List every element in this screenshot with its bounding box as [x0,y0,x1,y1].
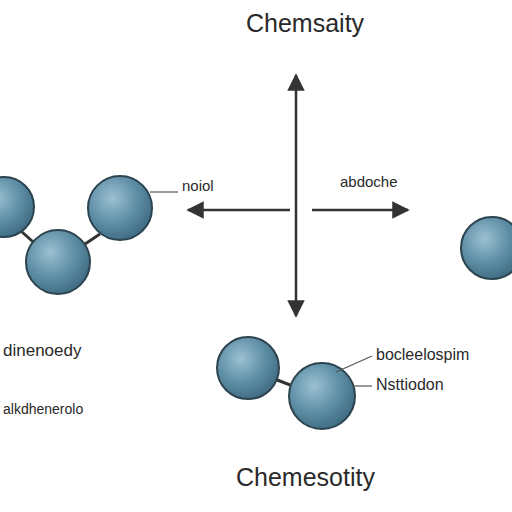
part-label: noiol [182,178,214,195]
diagram-title: Chemsaity [246,10,364,38]
atoms [0,176,512,429]
part-label: dinenoedy [3,342,81,361]
part-label: bocleelospim [376,346,469,364]
leader-lines [150,192,372,386]
diagram-caption: Chemesotity [236,464,375,492]
part-label: abdoche [340,174,398,191]
axis-cross [188,75,408,316]
part-label: alkdhenerolo [3,402,83,417]
part-label: Nsttiodon [376,376,444,394]
